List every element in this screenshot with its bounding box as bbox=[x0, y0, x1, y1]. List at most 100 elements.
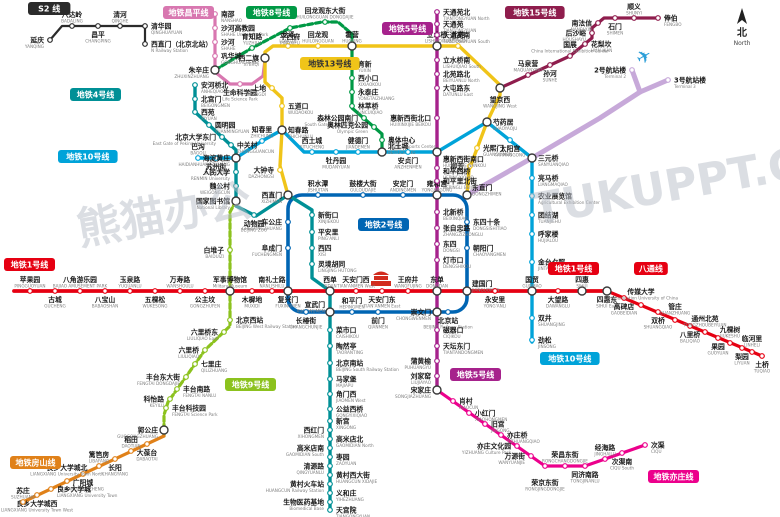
station-label-zh: 圆明园 bbox=[215, 121, 236, 130]
station-label-en: FUXINGMEN bbox=[275, 303, 300, 308]
station-label-en: GAOBEIDIAN bbox=[611, 310, 638, 315]
line-badge-label: 地铁10号线 bbox=[66, 152, 109, 162]
station-label-en: SHANGDI bbox=[246, 92, 266, 97]
station-label-zh: 东单 bbox=[430, 275, 444, 284]
station-label-zh: 昌平 bbox=[91, 30, 105, 39]
station-dot bbox=[375, 309, 381, 315]
station-label-zh: 良乡大学城北 bbox=[47, 463, 88, 472]
station-label-zh: 朝阳门 bbox=[473, 244, 494, 253]
station-label-zh: 宣武门 bbox=[305, 300, 326, 309]
station-label-en: LIANGMAQIAO bbox=[538, 182, 569, 187]
station-dot bbox=[612, 15, 618, 21]
station-label-zh: 广阳城 bbox=[73, 478, 94, 487]
station-label-zh: 小红门 bbox=[474, 409, 496, 418]
station-label-en: XIHONGMEN bbox=[298, 434, 324, 439]
station-dot bbox=[233, 183, 239, 189]
station-label-zh: 八角游乐园 bbox=[62, 275, 97, 284]
station-label-en: XIXIAOKOU bbox=[358, 82, 381, 87]
station-label-zh: 育知路 bbox=[242, 32, 263, 41]
station-dot bbox=[602, 456, 608, 462]
compass-label-zh: 北 bbox=[737, 26, 747, 39]
station-label-en: YIZHUANG Culture Park bbox=[461, 450, 512, 455]
station-label-en: SUZHOUJIE bbox=[204, 170, 227, 175]
station-label-zh: 万寿路 bbox=[169, 275, 191, 284]
station-label-en: SUZHUANG bbox=[11, 494, 35, 499]
station-label-en: BEIGONGMEN bbox=[201, 103, 230, 108]
station-label-zh: 四惠东 bbox=[597, 295, 618, 304]
station-dot bbox=[64, 478, 70, 484]
station-label-en: GAOMIDIAN South bbox=[286, 452, 324, 457]
station-label-zh: 芍药居 bbox=[493, 118, 514, 127]
station-dot bbox=[619, 450, 625, 456]
line-badge-label: 地铁亦庄线 bbox=[654, 472, 694, 482]
station-label-zh: 动物园 bbox=[244, 219, 265, 228]
station-dot bbox=[309, 261, 315, 267]
station-dot bbox=[482, 421, 488, 427]
station-label-zh: 长椿街 bbox=[296, 316, 317, 325]
station-dot bbox=[142, 41, 148, 47]
station-label-en: DONGSI bbox=[443, 248, 460, 253]
station-label-en: HEPINGLI BEIJIE bbox=[443, 185, 476, 190]
station-label-en: YUZHILU bbox=[242, 40, 261, 45]
station-label-en: TUANJIEHU bbox=[537, 219, 561, 224]
station-dot bbox=[327, 343, 333, 349]
station-label-zh: 2号航站楼 bbox=[594, 66, 626, 75]
station-dot bbox=[562, 463, 568, 469]
station-label-en: MAQUANYING bbox=[514, 67, 543, 72]
station-label-en: TIANTONGYUAN North bbox=[442, 16, 490, 21]
station-label-zh: 大葆台 bbox=[137, 448, 158, 457]
station-label-zh: 龙泽 bbox=[280, 30, 295, 39]
station-label-zh: 郭公庄 bbox=[138, 426, 159, 435]
station-dot bbox=[206, 122, 212, 128]
station-label-en: FENGTAI DONGDAJIE bbox=[137, 381, 180, 386]
station-dot bbox=[434, 115, 440, 121]
line-badge-label: 地铁1号线 bbox=[11, 260, 49, 270]
station-label-en: FENGTAI NANLU bbox=[183, 393, 216, 398]
station-label-en: PINGXIFU bbox=[280, 40, 300, 45]
station-dot bbox=[739, 345, 745, 351]
station-dot bbox=[177, 288, 183, 294]
station-label-zh: 马家堡 bbox=[336, 375, 357, 384]
line-badge: 地铁4号线 bbox=[70, 88, 121, 101]
station-label-en: XIAOCUN bbox=[459, 405, 478, 410]
station-dot bbox=[34, 492, 40, 498]
station-dot bbox=[687, 323, 693, 329]
station-label-zh: 北京大学东门 bbox=[175, 133, 216, 142]
station-dot bbox=[400, 192, 406, 198]
station-label-zh: 奥林匹克公园 bbox=[326, 121, 368, 130]
station-dot bbox=[567, 53, 573, 59]
station-label-zh: 苏庄 bbox=[16, 486, 30, 495]
station-dot bbox=[277, 167, 283, 173]
station-label-en: FUCHENGMEN bbox=[252, 252, 282, 257]
station-label-zh: 平安里 bbox=[318, 228, 339, 237]
station-label-zh: 万源街 bbox=[504, 452, 526, 461]
station-dot bbox=[27, 288, 33, 294]
station-label-zh: 永泰庄 bbox=[357, 88, 379, 97]
station-label-zh: 永安里 bbox=[484, 295, 506, 304]
station-label-zh: 苹果园 bbox=[20, 275, 41, 284]
station-label-zh: 古城 bbox=[48, 295, 62, 304]
station-dot bbox=[303, 309, 309, 315]
station-dot bbox=[227, 247, 233, 253]
station-dot bbox=[192, 109, 198, 115]
station-label-zh: 北土城 bbox=[388, 142, 409, 151]
station-label-zh: 高米店南 bbox=[297, 444, 324, 453]
station-label-en: HUANGCUN Railway Station bbox=[266, 488, 325, 493]
station-label-zh: 霍营 bbox=[345, 30, 359, 39]
station-label-en: LIANGXIANG University Town bbox=[57, 493, 118, 498]
station-label-zh: 育新 bbox=[358, 60, 372, 69]
station-dot bbox=[495, 83, 505, 93]
station-dot bbox=[642, 442, 648, 448]
station-dot bbox=[434, 32, 440, 38]
station-label-en: Military Museum bbox=[213, 283, 248, 288]
station-label-zh: 安河桥北 bbox=[201, 81, 228, 90]
station-label-zh: 太阳宫 bbox=[500, 144, 521, 153]
station-label-zh: 传媒大学 bbox=[626, 287, 654, 296]
station-label-zh: 俸伯 bbox=[663, 14, 678, 23]
station-dot bbox=[327, 427, 333, 433]
station-label-zh: 知春路 bbox=[287, 126, 309, 135]
station-label-en: BEIJING West Railway Station bbox=[236, 324, 297, 329]
station-label-en: XIZHIMEN bbox=[261, 199, 282, 204]
station-label-zh: 复兴门 bbox=[277, 295, 299, 304]
station-dot bbox=[279, 103, 285, 109]
